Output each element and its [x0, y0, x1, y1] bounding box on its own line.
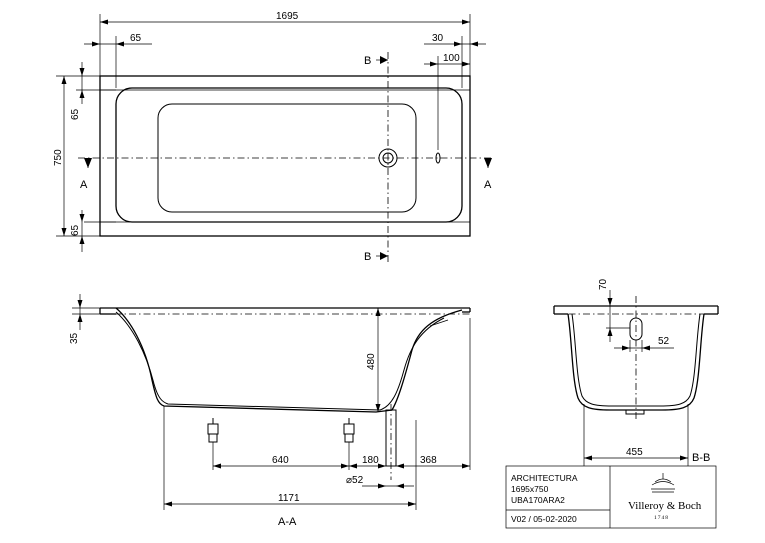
dim-left-rim: 65 [130, 33, 142, 44]
section-b-b-label: B-B [692, 452, 710, 464]
section-a-right-arrow [484, 158, 492, 168]
dim-drain-end: 368 [420, 455, 437, 466]
brand-year: 1748 [654, 515, 669, 521]
product-name: ARCHITECTURA [511, 473, 578, 483]
dim-drain-offset: 100 [443, 53, 460, 64]
section-b-bottom-label: B [364, 251, 371, 263]
tub-basin-outline [115, 87, 463, 223]
dim-overall-width: 750 [53, 149, 64, 166]
title-block: ARCHITECTURA 1695x750 UBA170ARA2 V02 / 0… [505, 465, 717, 529]
version-date: V02 / 05-02-2020 [511, 514, 577, 524]
section-a-left-arrow [84, 158, 92, 168]
dim-feet-spacing: 640 [272, 455, 289, 466]
dim-drain-x: 180 [362, 455, 379, 466]
dim-bottom-width: 455 [626, 447, 643, 458]
end-overflow [629, 317, 643, 341]
dim-drain-diameter: ⌀52 [346, 475, 364, 486]
section-a-left-label: A [80, 179, 88, 191]
dim-bottom-length: 1171 [278, 493, 300, 504]
dim-overflow-height: 70 [598, 278, 609, 290]
side-foot-right [343, 418, 355, 443]
section-a-a-label: A-A [278, 516, 297, 528]
end-shell-inner [571, 313, 701, 407]
dim-bottom-rim: 65 [70, 224, 81, 236]
product-size: 1695x750 [511, 484, 549, 494]
dim-rim-height: 35 [69, 332, 80, 344]
dim-top-rim: 65 [70, 108, 81, 120]
dim-depth: 480 [366, 353, 377, 370]
dim-overflow-diameter: 52 [658, 336, 670, 347]
tub-outer-rim [99, 75, 471, 237]
brand-logo: Villeroy & Boch 1748 [628, 473, 702, 521]
section-b-bottom-arrow [380, 252, 388, 260]
section-b-top-arrow [380, 56, 388, 64]
dim-right-rim-30: 30 [432, 33, 444, 44]
side-shell-inner [115, 311, 445, 411]
side-section-view: 35 480 640 180 368 ⌀52 1171 A-A [69, 294, 471, 528]
article-code: UBA170ARA2 [511, 495, 565, 505]
dim-overall-length: 1695 [276, 11, 299, 22]
section-b-top-label: B [364, 55, 371, 67]
brand-emblem-icon [651, 473, 675, 493]
side-foot-left [207, 418, 219, 443]
end-section-view: 70 52 455 B-B [553, 278, 719, 466]
plan-view: A A B B 1695 65 30 100 [53, 11, 494, 264]
brand-name: Villeroy & Boch [628, 500, 702, 512]
section-a-right-label: A [484, 179, 492, 191]
side-shell-outer [115, 307, 463, 413]
